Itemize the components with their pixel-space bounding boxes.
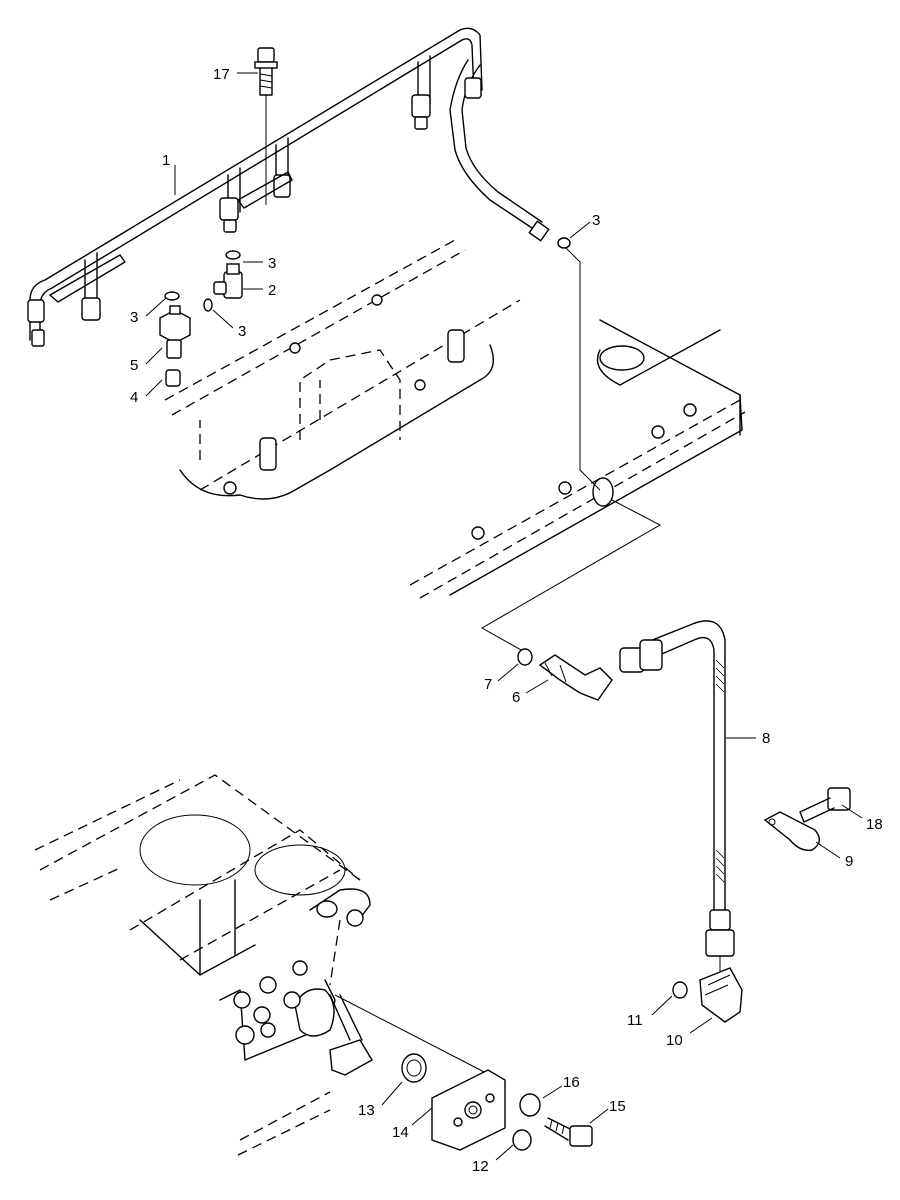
callout-13: 13 xyxy=(358,1102,375,1119)
o-ring-12 xyxy=(512,1129,532,1151)
callout-7: 7 xyxy=(484,676,492,693)
callout-6: 6 xyxy=(512,689,520,706)
cylinder-head-outline xyxy=(164,239,746,656)
engine-block-outline xyxy=(34,774,491,1156)
callout-17: 17 xyxy=(213,66,230,83)
elbow-fitting-6 xyxy=(538,654,613,701)
injector-lead-1 xyxy=(81,252,101,321)
callout-2: 2 xyxy=(268,282,276,299)
banjo-fitting-2 xyxy=(213,263,243,299)
sleeve-4 xyxy=(165,369,181,387)
o-ring-16 xyxy=(519,1093,541,1117)
injector-nozzle-5 xyxy=(159,305,191,359)
bolt-18 xyxy=(799,787,851,823)
callout-3b: 3 xyxy=(130,309,138,326)
seal-13 xyxy=(401,1053,427,1083)
callout-labels: 1 17 3 2 3 3 3 5 4 7 6 8 18 9 11 10 13 1… xyxy=(130,66,883,1175)
callout-14: 14 xyxy=(392,1124,409,1141)
o-ring-7 xyxy=(517,648,533,666)
bolt-17 xyxy=(254,47,278,205)
clamp-9 xyxy=(763,811,820,851)
injector-lead-4 xyxy=(411,55,431,130)
callout-12: 12 xyxy=(472,1158,489,1175)
callout-3c: 3 xyxy=(238,323,246,340)
callout-16: 16 xyxy=(563,1074,580,1091)
bolt-15 xyxy=(544,1117,593,1147)
callout-1: 1 xyxy=(162,152,170,169)
callout-4: 4 xyxy=(130,389,138,406)
injector-lead-5 xyxy=(464,77,482,99)
callout-9: 9 xyxy=(845,853,853,870)
callout-3d: 3 xyxy=(592,212,600,229)
callout-11: 11 xyxy=(627,1012,643,1029)
callout-5: 5 xyxy=(130,357,138,374)
plate-14 xyxy=(431,1069,506,1151)
o-ring-11 xyxy=(672,981,688,999)
injector-lead-3 xyxy=(273,137,291,198)
fuel-line-assembly xyxy=(27,27,550,347)
callout-18: 18 xyxy=(866,816,883,833)
callout-10: 10 xyxy=(666,1032,683,1049)
elbow-fitting-10 xyxy=(699,967,743,1023)
callout-leaders xyxy=(145,72,863,1161)
o-ring-3a xyxy=(225,250,241,260)
injector-lead-2 xyxy=(219,167,241,233)
callout-15: 15 xyxy=(609,1098,626,1115)
o-ring-3b xyxy=(203,298,213,312)
o-ring-3d xyxy=(557,237,571,249)
callout-8: 8 xyxy=(762,730,770,747)
o-ring-3c xyxy=(164,291,180,301)
fuel-pipe-8 xyxy=(619,620,735,985)
callout-3a: 3 xyxy=(268,255,276,272)
